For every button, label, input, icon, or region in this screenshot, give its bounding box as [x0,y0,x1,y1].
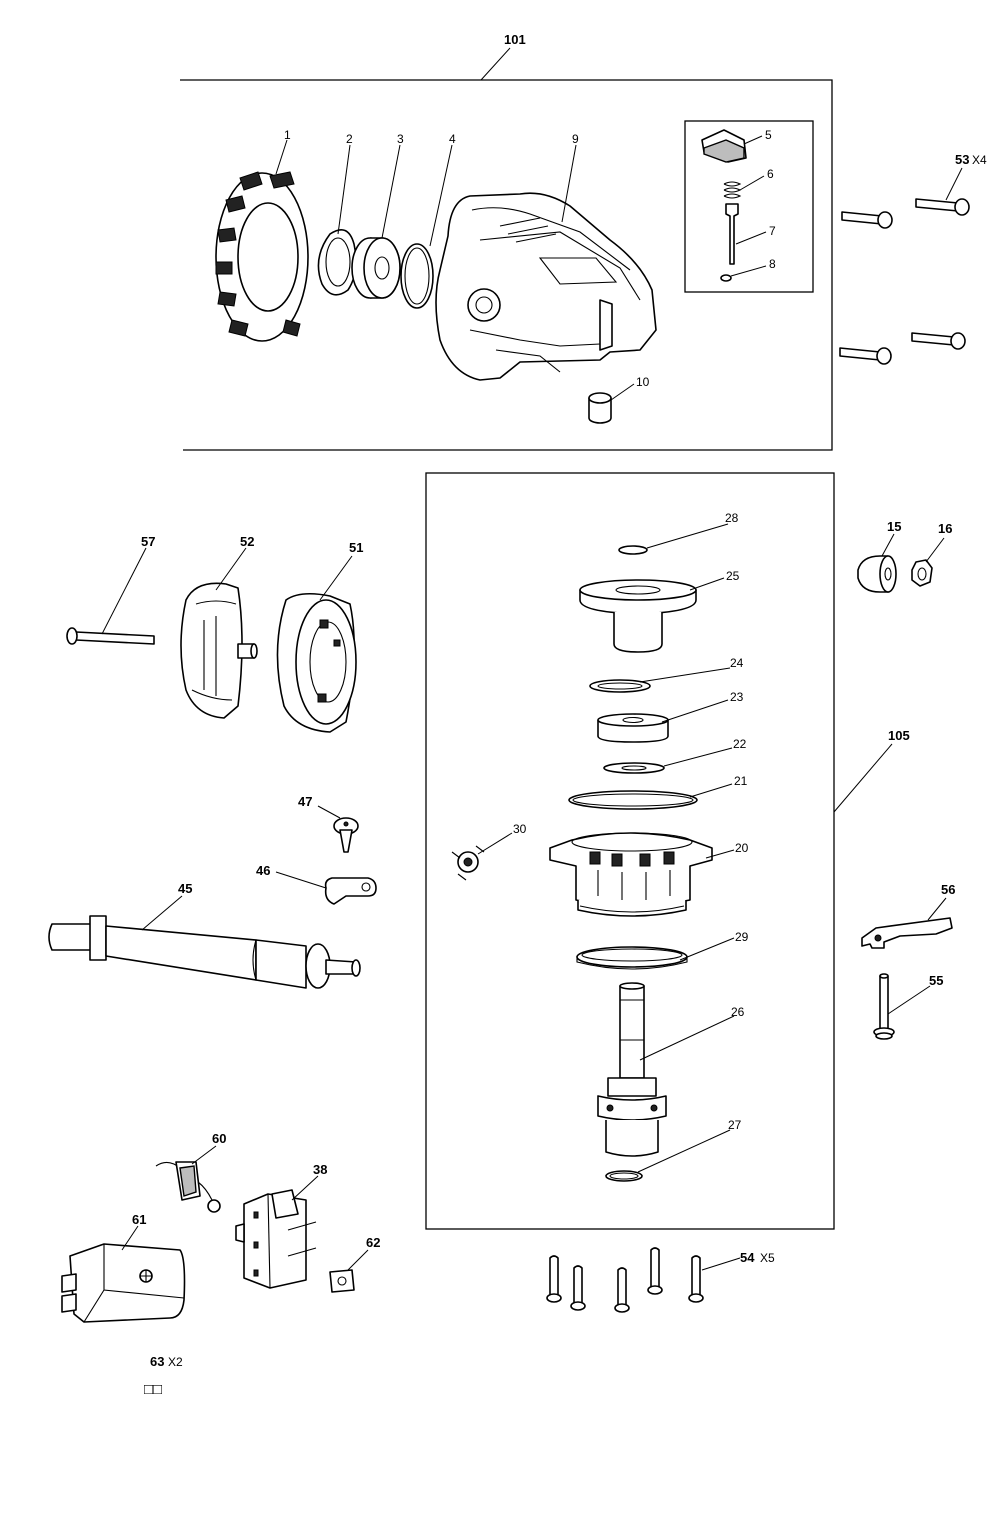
label-57: 57 [141,534,155,549]
label-63: 63 [150,1354,164,1369]
part-47-screw: 47 [298,794,359,853]
label-53: 53 [955,152,969,167]
label-6: 6 [767,167,774,181]
part-55-pin: 55 [873,973,943,1040]
part-3-bearing: 3 [351,132,404,299]
part-2-retaining-ring: 2 [317,132,357,296]
part-9-gear-housing: 9 [435,132,657,381]
label-30: 30 [513,822,527,836]
part-21-o-ring: 21 [568,774,748,810]
screw-54-e [688,1255,704,1303]
label-9: 9 [572,132,579,146]
label-61: 61 [132,1212,146,1227]
label-54-qty: X5 [760,1251,775,1265]
part-30-spring: 30 [451,822,527,881]
screw-54-d [647,1247,663,1295]
part-62-clip: 62 [329,1235,380,1293]
label-52: 52 [240,534,254,549]
part-29-seal-ring: 29 [576,930,749,970]
label-101: 101 [504,32,526,47]
part-26-spindle: 26 [597,982,745,1157]
part-46-clamp: 46 [256,863,377,905]
screw-54-b [570,1265,586,1311]
label-27: 27 [728,1118,742,1132]
part-10-sleeve: 10 [588,375,650,424]
part-53-screws: 53 X4 [839,152,987,365]
screw-54-c [614,1267,630,1313]
label-22: 22 [733,737,747,751]
screw-53-c [839,347,892,365]
part-45-armature: 45 [48,881,361,989]
screw-53-d [911,332,966,350]
label-45: 45 [178,881,192,896]
label-3: 3 [397,132,404,146]
label-56: 56 [941,882,955,897]
label-55: 55 [929,973,943,988]
lock-button-inset: 5 6 7 8 [684,120,814,293]
label-4: 4 [449,132,456,146]
part-16-nut: 16 [911,521,952,587]
label-24: 24 [730,656,744,670]
screw-53-b [915,198,970,216]
assembly-105-frame: 105 [425,472,910,1230]
part-28-washer: 28 [618,511,739,555]
label-1: 1 [284,128,291,142]
label-54: 54 [740,1250,755,1265]
label-60: 60 [212,1131,226,1146]
label-47: 47 [298,794,312,809]
label-105: 105 [888,728,910,743]
part-25-flange: 25 [579,569,740,653]
part-38-switch: 38 [235,1162,327,1289]
label-15: 15 [887,519,901,534]
label-46: 46 [256,863,270,878]
label-63-glyph: □□ [144,1381,162,1398]
part-4-o-ring: 4 [400,132,456,309]
label-5: 5 [765,128,772,142]
label-23: 23 [730,690,744,704]
assembly-101-frame: 10 1 [180,32,833,451]
label-51: 51 [349,540,363,555]
label-29: 29 [735,930,749,944]
part-63: 63 X2 □□ [144,1354,183,1398]
label-16: 16 [938,521,952,536]
screw-53-a [841,211,893,229]
part-20-bearing-housing: 20 [549,832,749,917]
part-15-bumper: 15 [857,519,901,593]
part-61-module: 61 [61,1212,186,1323]
part-57-rod: 57 [66,534,155,645]
label-10: 10 [636,375,650,389]
label-62: 62 [366,1235,380,1250]
label-25: 25 [726,569,740,583]
label-2: 2 [346,132,353,146]
label-28: 28 [725,511,739,525]
part-51-field: 51 [276,540,363,733]
label-7: 7 [769,224,776,238]
part-22-washer: 22 [603,737,747,774]
part-27-o-ring: 27 [605,1118,742,1182]
label-8: 8 [769,257,776,271]
part-1-fan: 1 [215,128,309,342]
label-21: 21 [734,774,748,788]
part-52-end-cap: 52 [180,534,258,719]
screw-54-a [546,1255,562,1303]
part-23-bearing: 23 [597,690,744,743]
part-60-brush-holder: 60 [155,1131,226,1213]
label-63-qty: X2 [168,1355,183,1369]
part-54-screws: 54 X5 [546,1247,775,1313]
label-26: 26 [731,1005,745,1019]
part-56-lever: 56 [861,882,955,949]
label-38: 38 [313,1162,327,1177]
label-53-qty: X4 [972,153,987,167]
label-20: 20 [735,841,749,855]
part-24-retaining-ring: 24 [589,656,744,693]
